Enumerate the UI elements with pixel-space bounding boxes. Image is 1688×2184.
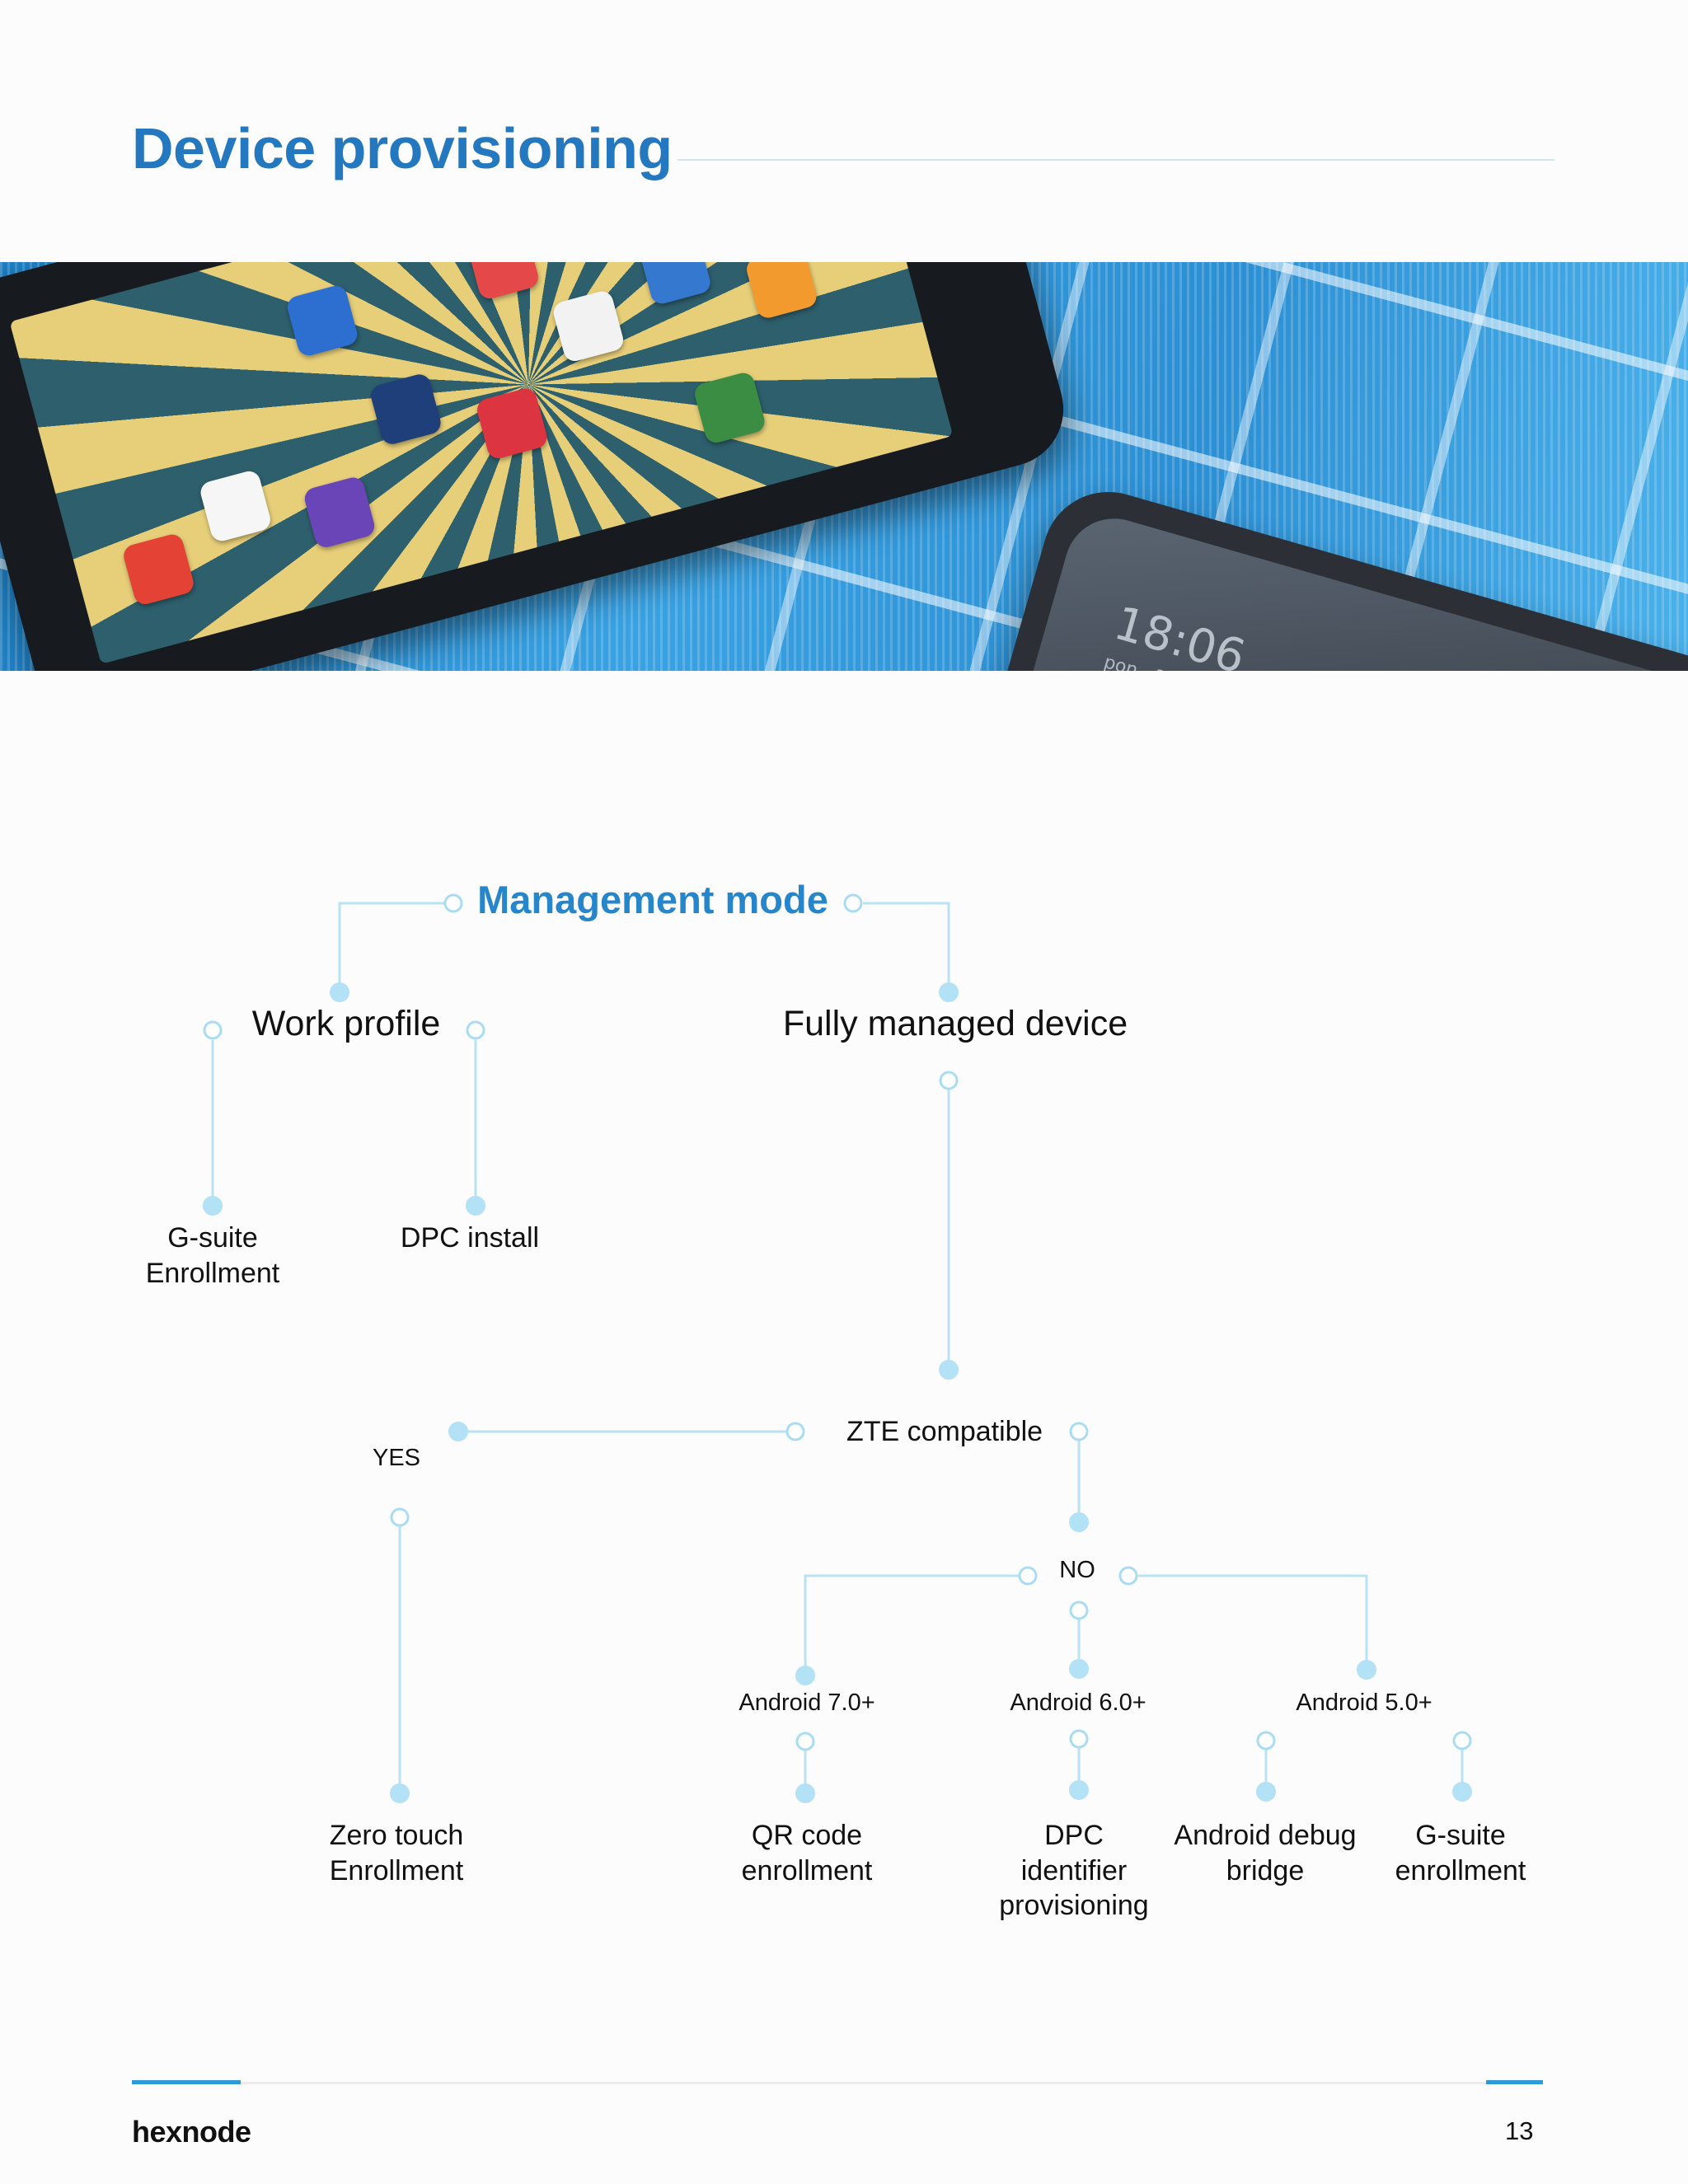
dpc-identifier-provisioning-label: DPC identifier provisioning [999, 1820, 1149, 1921]
node-dpc-install-in [466, 1196, 485, 1216]
node-android5-in [1357, 1660, 1376, 1680]
android-7-label: Android 7.0+ [738, 1690, 875, 1716]
management-mode-label: Management mode [477, 878, 828, 921]
node-root-left [443, 893, 463, 913]
footer-accent-left [132, 2080, 241, 2084]
node-android7-in [795, 1666, 815, 1685]
node-zte-in [939, 1360, 959, 1380]
node-zero-touch-in [390, 1783, 410, 1803]
yes-label: YES [372, 1445, 421, 1471]
footer-accent-right [1486, 2080, 1543, 2084]
android-debug-bridge-label: Android debug bridge [1174, 1820, 1357, 1886]
gsuite-enrollment-label: G-suite Enrollment [145, 1222, 280, 1289]
smartphone-lock-screen-image: 18:06 pon., 10 sierpnia [968, 476, 1688, 671]
node-android7-out [795, 1732, 815, 1751]
qr-code-enrollment-label: QR code enrollment [741, 1820, 873, 1886]
node-work-profile-right [466, 1020, 485, 1040]
node-work-profile-in [330, 982, 349, 1002]
connector-no-to-android7 [804, 1574, 1020, 1675]
node-dpc-id-in [1069, 1780, 1089, 1800]
page-number: 13 [1505, 2116, 1534, 2145]
dpc-install-label: DPC install [400, 1222, 540, 1254]
node-no-left [1018, 1566, 1038, 1586]
hexnode-logo: hexnode [132, 2115, 251, 2149]
node-qr-in [795, 1783, 815, 1803]
node-no-down [1069, 1601, 1089, 1620]
node-gsuite-lower-in [1452, 1782, 1472, 1802]
node-no-in [1069, 1512, 1089, 1532]
node-android6-out [1069, 1729, 1089, 1749]
title-divider [678, 159, 1554, 161]
fully-managed-device-label: Fully managed device [782, 1004, 1128, 1043]
connector-root-to-fully-managed [863, 902, 950, 992]
no-label: NO [1059, 1557, 1095, 1583]
node-adb-in [1256, 1782, 1276, 1802]
node-fully-managed-out [939, 1071, 959, 1090]
node-no-right [1118, 1566, 1138, 1586]
connector-root-to-work-profile [338, 902, 446, 992]
node-zte-right [1069, 1422, 1089, 1441]
android-5-label: Android 5.0+ [1296, 1690, 1432, 1716]
page-title: Device provisioning [132, 116, 673, 180]
node-android5-left-out [1256, 1731, 1276, 1750]
node-fully-managed-in [939, 982, 959, 1002]
zero-touch-enrollment-label: Zero touch Enrollment [329, 1820, 464, 1886]
node-work-profile-left [203, 1020, 223, 1040]
connector-no-to-android5 [1138, 1574, 1368, 1670]
node-root-right [843, 893, 863, 913]
node-yes-in [448, 1422, 468, 1441]
node-android6-in [1069, 1659, 1089, 1679]
node-yes-out [390, 1507, 410, 1527]
hero-photo: 18:06 pon., 10 sierpnia [0, 262, 1688, 671]
node-android5-right-out [1452, 1731, 1472, 1750]
work-profile-label: Work profile [251, 1004, 441, 1043]
node-zte-left [785, 1422, 805, 1441]
android-6-label: Android 6.0+ [1010, 1690, 1146, 1716]
node-gsuite-in [203, 1196, 223, 1216]
footer-divider [132, 2082, 1543, 2084]
gsuite-enrollment-lower-label: G-suite enrollment [1395, 1820, 1526, 1886]
zte-compatible-label: ZTE compatible [846, 1416, 1043, 1447]
smartphone-home-screen-image [0, 262, 1076, 671]
